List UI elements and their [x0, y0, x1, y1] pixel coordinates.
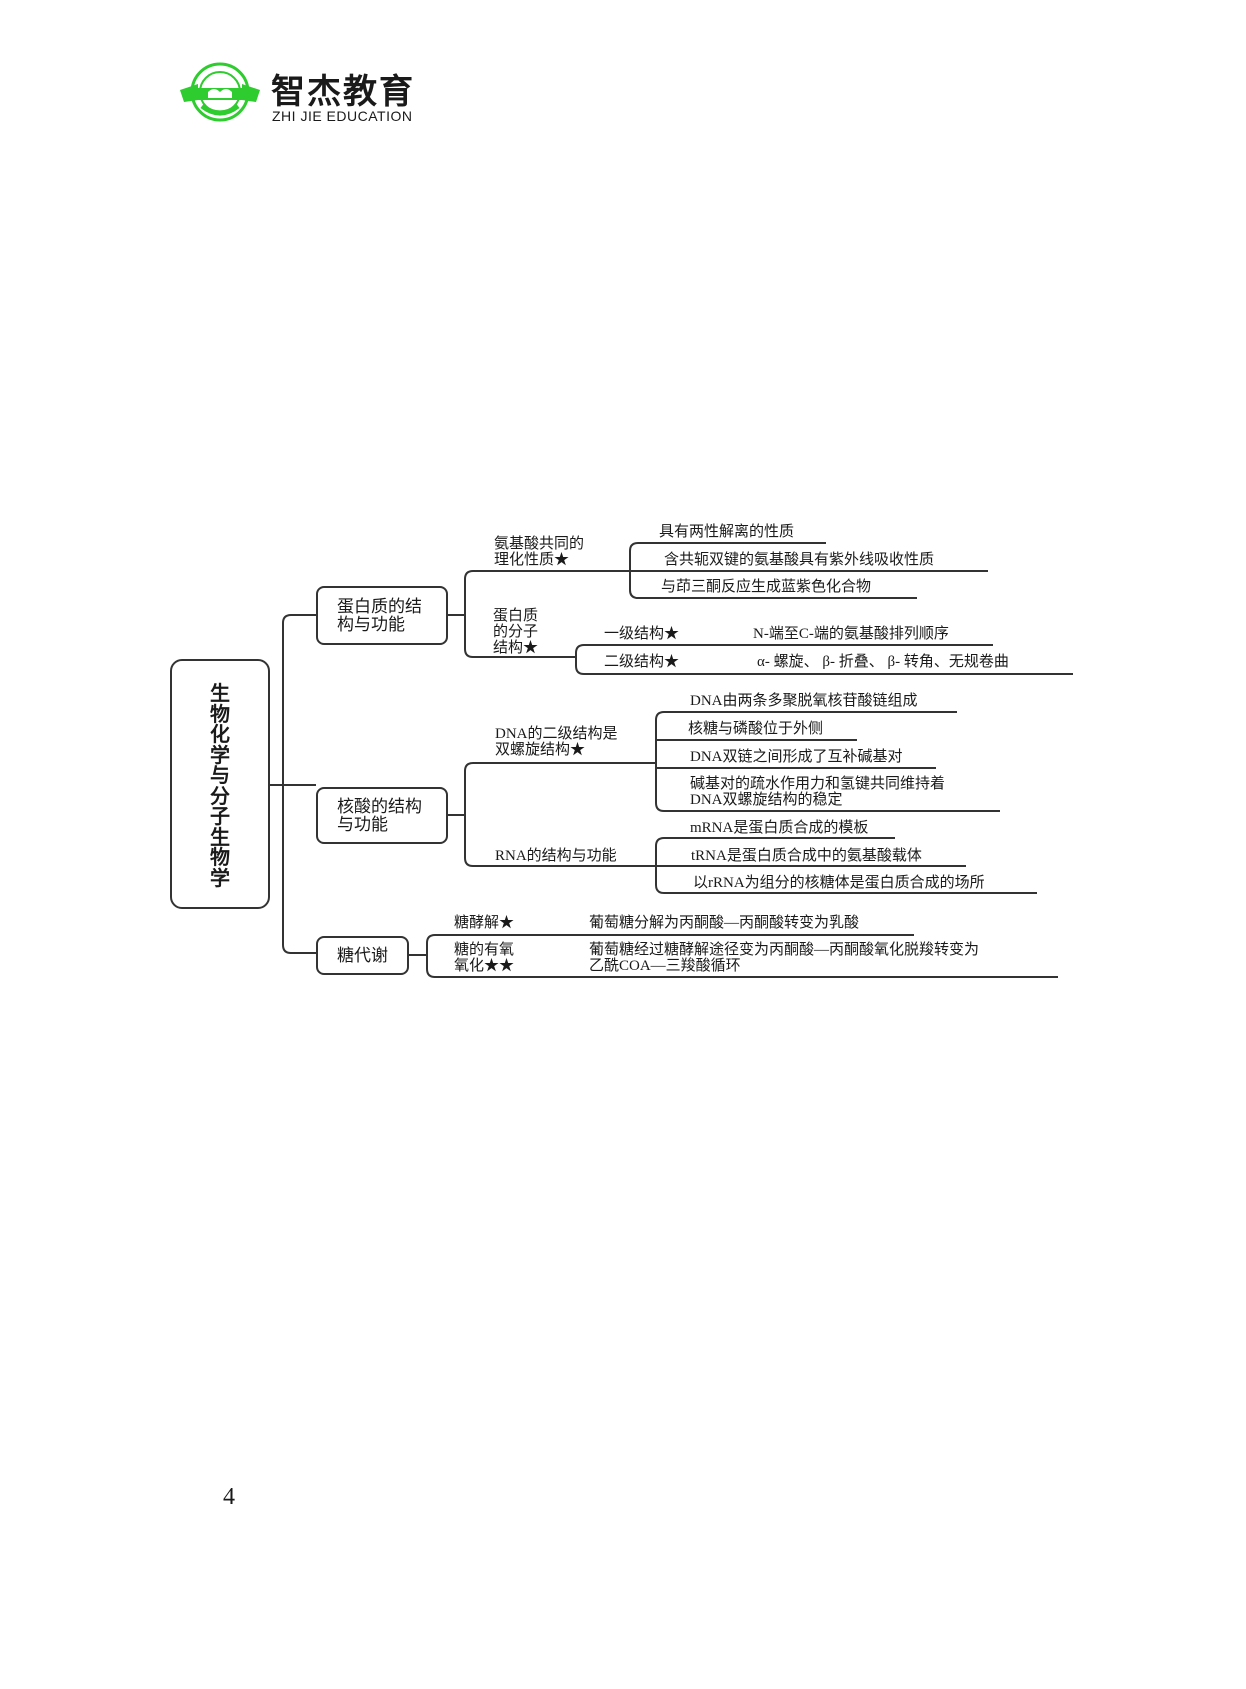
leaf: 葡萄糖经过糖酵解途径变为丙酮酸—丙酮酸氧化脱羧转变为 乙酰COA—三羧酸循环 [589, 942, 980, 974]
leaf: mRNA是蛋白质合成的模板 [690, 820, 869, 836]
page-number: 4 [223, 1484, 235, 1510]
leaf: N-端至C-端的氨基酸排列顺序 [753, 626, 949, 642]
leaf: tRNA是蛋白质合成中的氨基酸载体 [691, 848, 922, 864]
connector-b1-bracket [464, 570, 630, 658]
amino-acid-properties-label: 氨基酸共同的 理化性质★ [494, 536, 585, 568]
leaf: 具有两性解离的性质 [659, 524, 795, 540]
node-nucleic-acid-label: 核酸的结构 与功能 [337, 797, 422, 835]
glycolysis-label: 糖酵解★ [454, 915, 515, 931]
dna-structure-label: DNA的二级结构是 双螺旋结构★ [495, 726, 618, 758]
aerobic-oxidation-label: 糖的有氧 氧化★★ [454, 942, 515, 974]
node-nucleic-acid [316, 787, 448, 844]
connector-b3-bracket [426, 934, 1058, 978]
rna-label: RNA的结构与功能 [495, 848, 617, 864]
leaf: 核糖与磷酸位于外侧 [688, 721, 824, 737]
connector-b2-bracket [464, 762, 656, 867]
leaf: DNA由两条多聚脱氧核苷酸链组成 [690, 693, 918, 709]
node-sugar-metabolism [316, 936, 409, 975]
node-protein-label: 蛋白质的结 构与功能 [337, 597, 422, 635]
leaf: 碱基对的疏水作用力和氢键共同维持着 DNA双螺旋结构的稳定 [690, 776, 946, 808]
node-protein [316, 586, 448, 645]
connector-b1b-bracket [575, 644, 1073, 675]
secondary-structure-label: 二级结构★ [604, 654, 680, 670]
root-node [170, 659, 270, 909]
leaf: DNA双链之间形成了互补碱基对 [690, 749, 903, 765]
leaf: 葡萄糖分解为丙酮酸—丙酮酸转变为乳酸 [589, 915, 860, 931]
logo-name-en: ZHI JIE EDUCATION [272, 108, 413, 124]
root-label: 生物化学与分子生物学 [210, 681, 230, 890]
connector-b2a-bracket [655, 711, 1000, 812]
logo-name-cn: 智杰教育 [271, 72, 415, 112]
leaf: 含共轭双键的氨基酸具有紫外线吸收性质 [664, 552, 935, 568]
leaf: 以rRNA为组分的核糖体是蛋白质合成的场所 [693, 875, 985, 891]
leaf: 与茚三酮反应生成蓝紫色化合物 [661, 579, 872, 595]
primary-structure-label: 一级结构★ [604, 626, 680, 642]
protein-structure-label: 蛋白质 的分子 结构★ [493, 608, 539, 656]
leaf: α- 螺旋、 β- 折叠、 β- 转角、无规卷曲 [757, 654, 1009, 670]
logo-emblem-icon [180, 62, 260, 122]
node-sugar-metabolism-label: 糖代谢 [337, 946, 388, 966]
